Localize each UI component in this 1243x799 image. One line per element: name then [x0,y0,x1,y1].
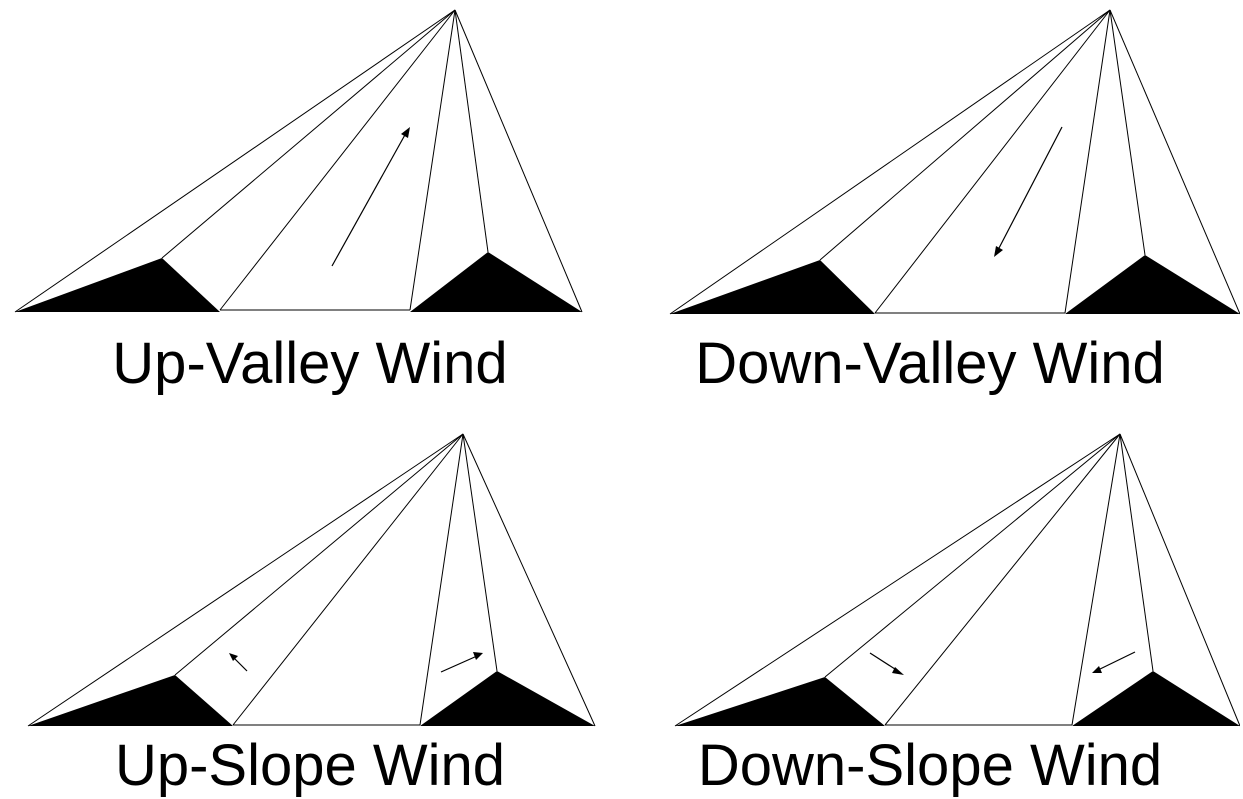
perspective-line [161,9,456,259]
wind-arrow [440,652,483,673]
perspective-line [174,433,464,676]
left-ridge [675,677,885,726]
perspective-line [454,9,583,313]
panel-caption: Down-Valley Wind [695,331,1165,396]
perspective-line [1071,433,1121,726]
perspective-line [409,9,456,311]
right-ridge [1065,255,1240,314]
perspective-line [669,9,1111,315]
wind-arrow [1092,651,1136,673]
perspective-line [14,9,456,313]
left-ridge [15,258,220,312]
perspective-line [454,9,489,253]
down-valley-diagram [669,9,1240,315]
perspective-line [27,433,464,727]
wind-arrow [229,653,248,672]
panel-caption: Up-Slope Wind [114,733,506,798]
perspective-line [884,433,1121,726]
perspective-line [1119,433,1240,727]
down-slope-diagram [674,433,1240,727]
perspective-line [674,433,1121,727]
down-valley-panel: Down-Valley Wind [620,0,1240,399]
wind-arrow [331,127,410,267]
panel-caption: Down-Slope Wind [697,733,1163,798]
right-ridge [1072,671,1240,726]
perspective-line [232,433,464,726]
up-valley-panel: Up-Valley Wind [0,0,620,399]
wind-arrow [994,126,1063,257]
perspective-line [874,9,1111,314]
perspective-line [1109,9,1146,256]
panel-caption: Up-Valley Wind [112,331,508,396]
up-slope-diagram [27,433,596,727]
perspective-line [219,9,456,311]
wind-arrow [869,652,904,675]
right-ridge [420,671,595,726]
perspective-line [824,433,1121,678]
perspective-line [462,433,498,672]
perspective-line [1119,433,1154,672]
up-valley-diagram [14,9,583,313]
down-slope-panel: Down-Slope Wind [620,400,1240,799]
perspective-line [1064,9,1111,314]
up-slope-panel: Up-Slope Wind [0,400,620,799]
perspective-line [819,9,1111,261]
left-ridge [670,260,875,314]
right-ridge [410,252,582,312]
perspective-line [419,433,464,726]
left-ridge [28,675,233,726]
perspective-line [462,433,596,727]
perspective-line [1109,9,1240,315]
